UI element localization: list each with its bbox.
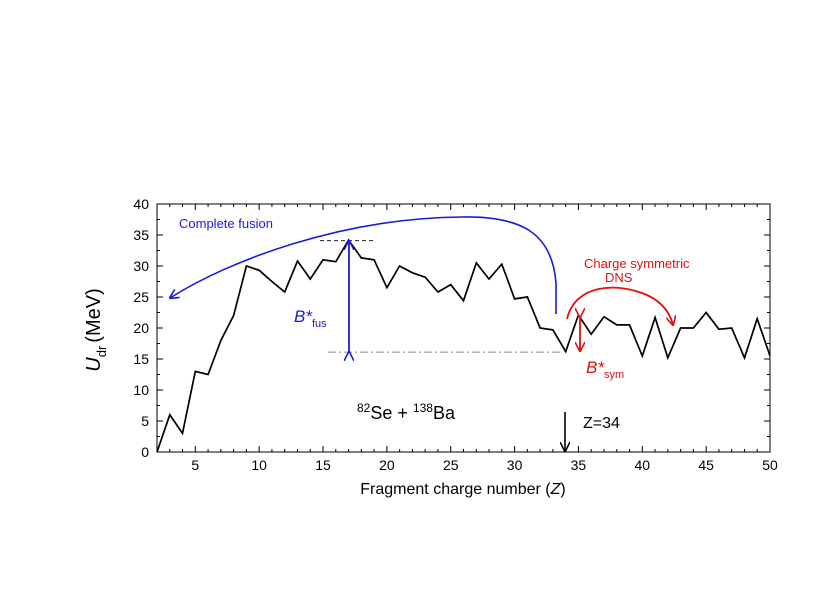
plot-frame	[156, 203, 771, 453]
z34-label: Z=34	[583, 415, 620, 432]
x-tick-label: 20	[379, 457, 395, 473]
y-axis-title: Udr(MeV)	[83, 288, 109, 371]
x-tick-label: 50	[762, 457, 778, 473]
complete-fusion-arrow	[170, 216, 557, 314]
x-tick-labels: 5 10 15 20 25 30 35 40 45 50	[191, 457, 778, 473]
x-tick-label: 30	[507, 457, 523, 473]
y-tick-label: 35	[133, 227, 149, 243]
x-tick-label: 15	[315, 457, 331, 473]
y-tick-labels: 0 5 10 15 20 25 30 35 40	[133, 196, 149, 460]
y-tick-label: 0	[141, 444, 149, 460]
charge-symmetric-arrow	[566, 286, 673, 325]
x-tick-label: 40	[635, 457, 651, 473]
y-tick-label: 10	[133, 382, 149, 398]
x-axis-title: Fragment charge number (Z)	[360, 481, 565, 498]
x-tick-label: 10	[251, 457, 267, 473]
y-tick-label: 40	[133, 196, 149, 212]
y-tick-label: 5	[141, 413, 149, 429]
x-tick-label: 25	[443, 457, 459, 473]
axis-ticks	[156, 203, 771, 453]
y-tick-label: 15	[133, 351, 149, 367]
b-fus-label: B*fus	[294, 307, 327, 330]
series-line	[156, 238, 771, 453]
y-tick-label: 20	[133, 320, 149, 336]
complete-fusion-label: Complete fusion	[179, 216, 273, 231]
charge-symmetric-label-line1: Charge symmetric	[584, 256, 690, 271]
x-tick-label: 35	[571, 457, 587, 473]
y-tick-label: 25	[133, 289, 149, 305]
y-tick-label: 30	[133, 258, 149, 274]
x-tick-label: 5	[191, 457, 199, 473]
x-tick-label: 45	[698, 457, 714, 473]
reaction-label: 82Se + 138Ba	[357, 401, 456, 423]
b-sym-label: B*sym	[586, 358, 624, 381]
charge-symmetric-label-line2: DNS	[605, 270, 633, 285]
